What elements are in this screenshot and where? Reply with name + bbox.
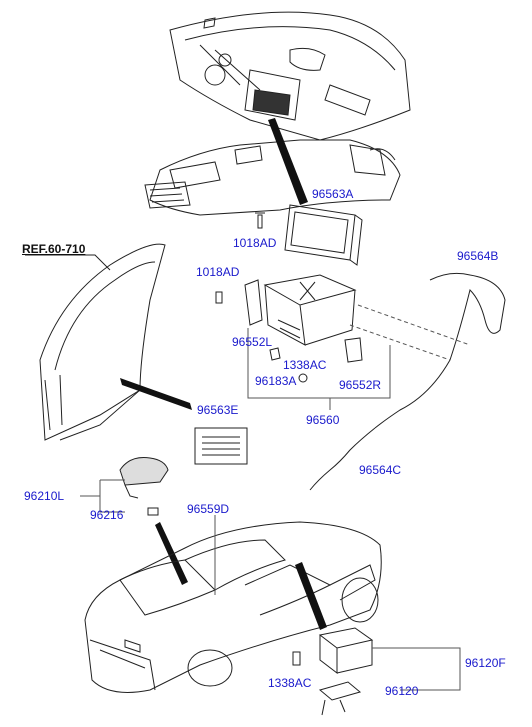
display-panel-96563A bbox=[284, 204, 363, 266]
label-96183A: 96183A bbox=[255, 374, 297, 388]
label-96563A: 96563A bbox=[312, 187, 354, 201]
label-96552L: 96552L bbox=[232, 335, 273, 349]
label-1018AD-mid: 1018AD bbox=[196, 265, 240, 279]
ref-leader bbox=[25, 254, 111, 271]
bolt-1338AC-bot bbox=[292, 651, 301, 666]
label-96210L: 96210L bbox=[24, 489, 65, 503]
callout-arrow-car bbox=[295, 562, 327, 630]
label-96564C: 96564C bbox=[359, 463, 402, 477]
bolt-1338AC-mid bbox=[298, 373, 308, 383]
cable-96564C bbox=[309, 427, 376, 491]
label-96560: 96560 bbox=[306, 413, 340, 427]
module-96120 bbox=[318, 627, 374, 675]
label-96216: 96216 bbox=[90, 508, 124, 522]
callout-arrow-pillar bbox=[120, 378, 192, 410]
leader-96560 bbox=[247, 328, 391, 410]
leader-dashed bbox=[349, 304, 471, 361]
label-1338AC-bot: 1338AC bbox=[268, 676, 312, 690]
callout-arrow-antenna bbox=[155, 522, 188, 585]
antenna-96210L bbox=[119, 457, 169, 499]
bracket-96552R bbox=[344, 337, 363, 363]
label-96552R: 96552R bbox=[339, 378, 382, 392]
reference-label: REF.60-710 bbox=[22, 242, 86, 256]
label-96120: 96120 bbox=[385, 684, 419, 698]
door-frame-illustration bbox=[39, 243, 166, 441]
dashboard-illustration bbox=[144, 11, 411, 216]
bracket-96120 bbox=[318, 681, 362, 716]
label-96564B: 96564B bbox=[457, 249, 499, 263]
label-96559D: 96559D bbox=[187, 502, 230, 516]
callout-arrow-dash bbox=[268, 118, 308, 205]
nut-96183A bbox=[269, 347, 281, 361]
car-illustration bbox=[84, 521, 382, 693]
leader-96210L bbox=[80, 479, 125, 513]
leader-96120F bbox=[372, 647, 461, 691]
label-96120F: 96120F bbox=[465, 656, 506, 670]
cable-96564B bbox=[374, 272, 506, 429]
screw-1018AD-mid bbox=[215, 291, 223, 304]
label-96563E: 96563E bbox=[197, 403, 239, 417]
grommet-96216 bbox=[147, 507, 159, 516]
label-1338AC-mid: 1338AC bbox=[283, 358, 327, 372]
label-plate-96563E bbox=[194, 427, 248, 465]
bracket-96552L bbox=[244, 279, 263, 326]
head-unit-96560 bbox=[263, 274, 357, 346]
screw-1018AD-top bbox=[255, 212, 265, 229]
label-1018AD-top: 1018AD bbox=[233, 236, 277, 250]
